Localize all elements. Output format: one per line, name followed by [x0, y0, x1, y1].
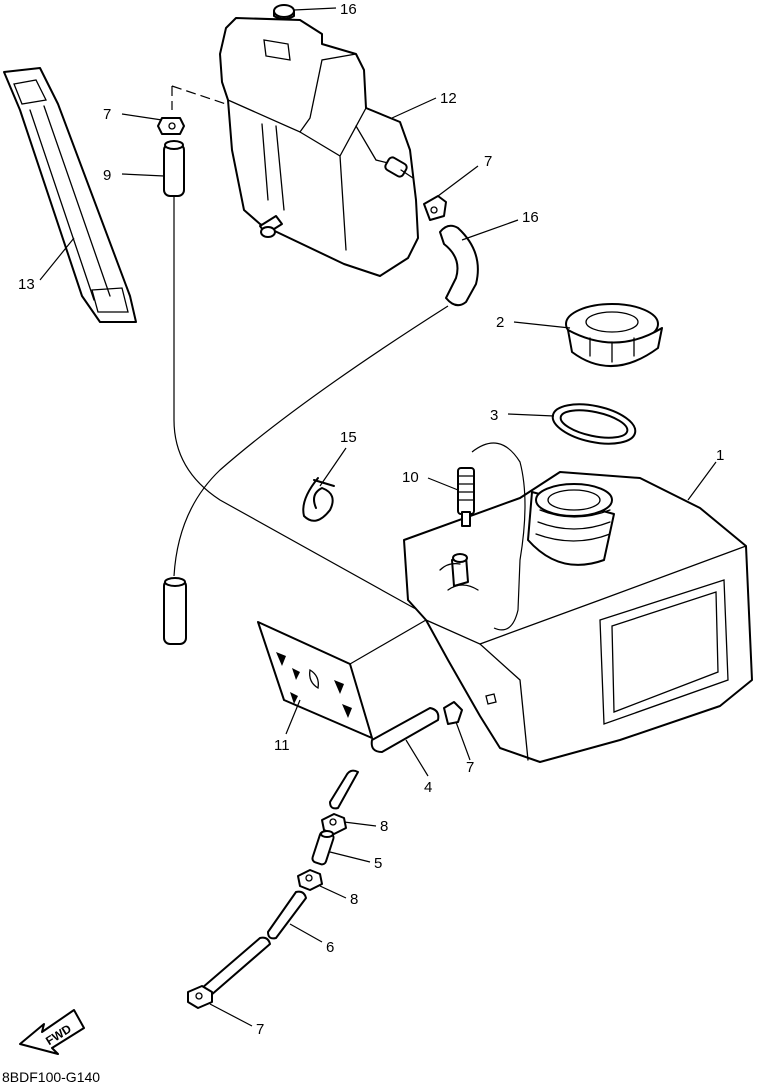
callout-11: 11 [274, 737, 290, 754]
callout-7-clamp-c: 7 [466, 759, 474, 776]
part-2-filler-cap [565, 303, 663, 368]
callout-14: 16 [340, 1, 357, 18]
callout-10: 10 [402, 469, 419, 486]
callout-4: 4 [424, 779, 432, 796]
callout-16: 16 [522, 209, 539, 226]
part-3-gasket [551, 403, 637, 445]
part-11-damper [257, 621, 373, 739]
callout-2: 2 [496, 314, 504, 331]
callout-8-clamp-a: 8 [380, 818, 388, 835]
part-14-cap [273, 4, 295, 20]
part-12-reservoir-tank [219, 17, 419, 277]
part-5-joint [311, 830, 335, 866]
part-16-bent-hose [439, 224, 479, 307]
callout-6: 6 [326, 939, 334, 956]
diagram-code: 8BDF100-G140 [2, 1069, 100, 1085]
vent-hose-lower [163, 577, 187, 645]
callout-8-clamp-b: 8 [350, 891, 358, 908]
callout-12: 12 [440, 90, 457, 107]
part-7-clamp-d [187, 985, 213, 1009]
callout-7-clamp-a: 7 [103, 106, 111, 123]
callout-7-clamp-d: 7 [256, 1021, 264, 1038]
callout-5: 5 [374, 855, 382, 872]
callout-1: 1 [716, 447, 724, 464]
part-9-hose [163, 140, 185, 197]
callout-3: 3 [490, 407, 498, 424]
part-7-clamp-b [423, 195, 447, 221]
leader-lines [39, 7, 717, 1027]
part-13-strap [3, 67, 137, 323]
part-15-clip [302, 477, 335, 522]
callout-13: 13 [18, 276, 35, 293]
part-8-clamp-a [321, 813, 347, 835]
part-4-fuel-hose [329, 707, 440, 810]
callout-15: 15 [340, 429, 357, 446]
fwd-arrow-icon: FWD [19, 1009, 85, 1055]
callout-9: 9 [103, 167, 111, 184]
part-8-clamp-b [297, 869, 323, 891]
part-10-vent-fitting [457, 467, 475, 527]
part-7-clamp-c [443, 701, 463, 725]
callout-7-clamp-b: 7 [484, 153, 492, 170]
part-1-fuel-tank [403, 442, 753, 763]
part-6-fuel-hose [200, 890, 307, 998]
part-7-clamp-a [157, 117, 185, 135]
